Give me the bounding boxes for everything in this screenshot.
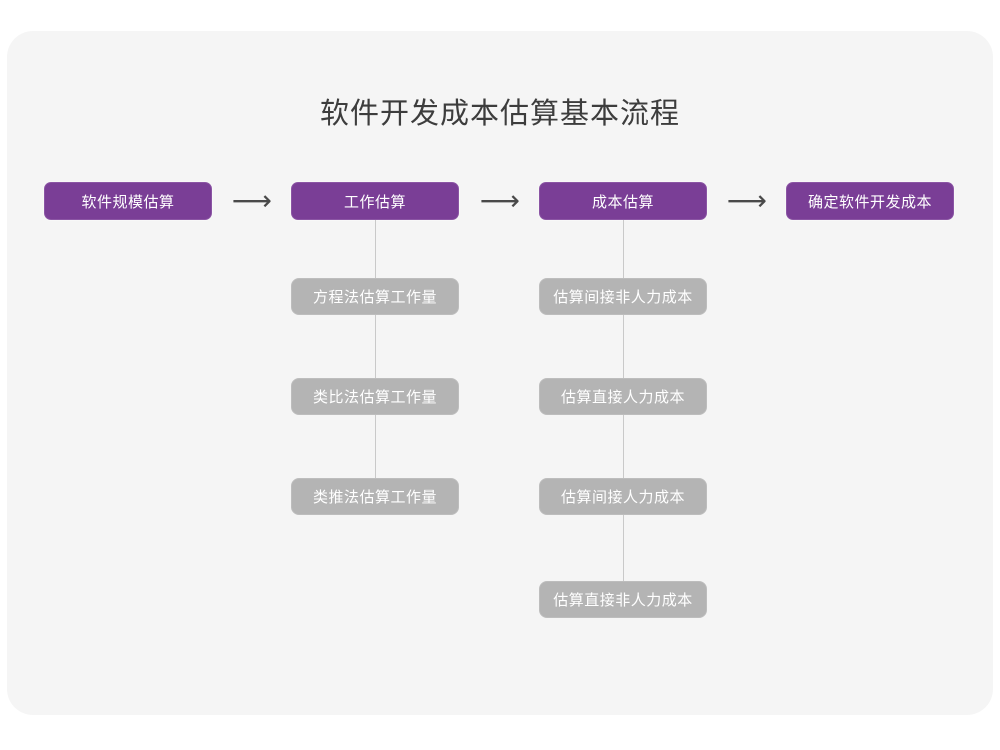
flow-arrow-right-icon: ⟶ xyxy=(222,186,282,216)
substep-node-label: 估算直接人力成本 xyxy=(560,389,685,406)
stage-node-label: 软件规模估算 xyxy=(81,193,175,211)
connector-line-effort-branch xyxy=(375,220,376,512)
substep-node-label: 方程法估算工作量 xyxy=(312,289,437,306)
substep-node-label: 估算间接非人力成本 xyxy=(553,289,693,306)
stage-node-label: 确定软件开发成本 xyxy=(807,193,932,211)
arrow-glyph: ⟶ xyxy=(479,185,521,216)
substep-node-analogy-method[interactable]: 类比法估算工作量 xyxy=(291,378,459,415)
stage-node-cost-estimation[interactable]: 成本估算 xyxy=(539,182,707,220)
substep-node-indirect-labor-cost[interactable]: 估算间接人力成本 xyxy=(539,478,707,515)
substep-node-label: 估算直接非人力成本 xyxy=(553,592,693,609)
substep-node-equation-method[interactable]: 方程法估算工作量 xyxy=(291,278,459,315)
substep-node-direct-nonlabor-cost[interactable]: 估算直接非人力成本 xyxy=(539,581,707,618)
connector-line-cost-branch xyxy=(623,220,624,615)
substep-node-inference-method[interactable]: 类推法估算工作量 xyxy=(291,478,459,515)
arrow-glyph: ⟶ xyxy=(726,185,768,216)
diagram-card-background xyxy=(7,31,993,715)
flow-arrow-right-icon: ⟶ xyxy=(470,186,530,216)
stage-node-label: 成本估算 xyxy=(591,193,654,211)
stage-node-determine-development-cost[interactable]: 确定软件开发成本 xyxy=(786,182,954,220)
substep-node-label: 估算间接人力成本 xyxy=(560,489,685,506)
stage-node-effort-estimation[interactable]: 工作估算 xyxy=(291,182,459,220)
stage-node-label: 工作估算 xyxy=(343,193,406,211)
flow-arrow-right-icon: ⟶ xyxy=(717,186,777,216)
substep-node-label: 类推法估算工作量 xyxy=(312,489,437,506)
substep-node-label: 类比法估算工作量 xyxy=(312,389,437,406)
page-title: 软件开发成本估算基本流程 xyxy=(319,98,680,130)
stage-node-software-scale-estimation[interactable]: 软件规模估算 xyxy=(44,182,212,220)
arrow-glyph: ⟶ xyxy=(231,185,273,216)
substep-node-indirect-nonlabor-cost[interactable]: 估算间接非人力成本 xyxy=(539,278,707,315)
substep-node-direct-labor-cost[interactable]: 估算直接人力成本 xyxy=(539,378,707,415)
